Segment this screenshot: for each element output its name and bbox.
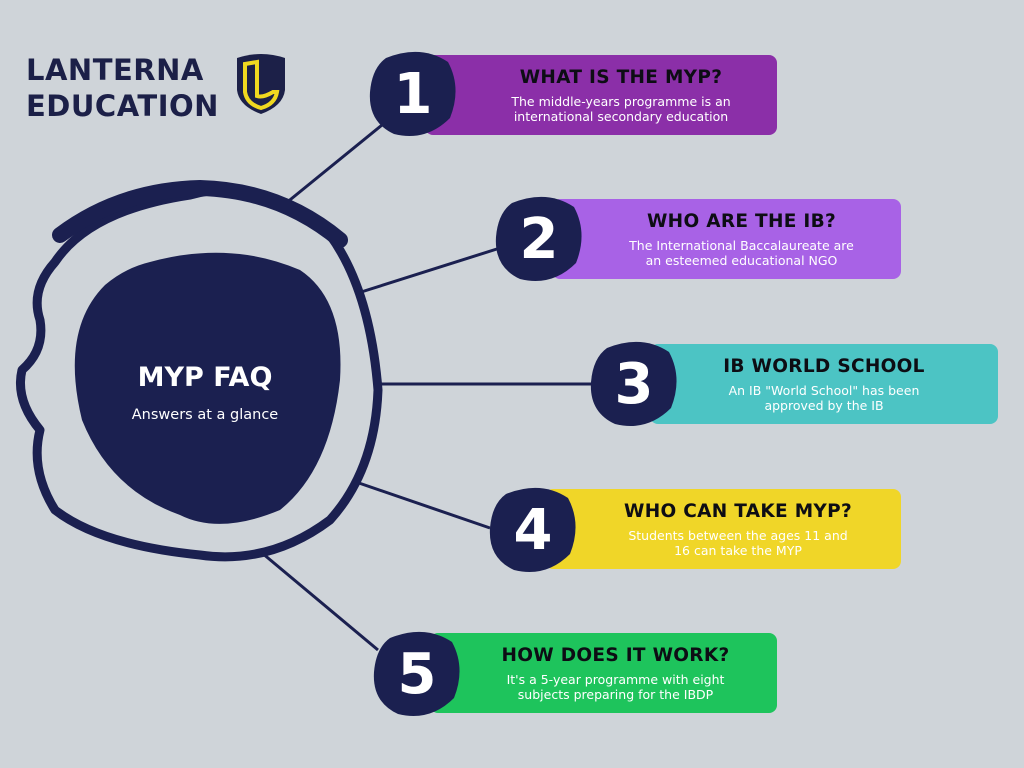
faq-question: WHO CAN TAKE MYP? <box>624 501 852 522</box>
faq-answer-line-2: approved by the IB <box>764 398 884 413</box>
faq-number-badge-1: 1 <box>366 48 460 140</box>
faq-card-4: WHO CAN TAKE MYP? Students between the a… <box>545 489 901 569</box>
faq-answer-line-1: Students between the ages 11 and <box>628 528 848 543</box>
faq-card-2: WHO ARE THE IB? The International Baccal… <box>552 199 901 279</box>
hub-ring <box>15 185 383 562</box>
faq-answer-line-1: The International Baccalaureate are <box>629 238 854 253</box>
faq-question: WHAT IS THE MYP? <box>519 67 723 88</box>
faq-card-3: IB WORLD SCHOOL An IB "World School" has… <box>650 344 998 424</box>
brand-line-1: LANTERNA <box>26 53 204 87</box>
faq-card-5: HOW DOES IT WORK? It's a 5-year programm… <box>430 633 777 713</box>
faq-question: IB WORLD SCHOOL <box>723 356 925 377</box>
faq-answer-line-2: subjects preparing for the IBDP <box>517 687 714 702</box>
shield-logo-icon <box>237 54 285 114</box>
faq-number: 1 <box>393 62 433 127</box>
faq-number-badge-3: 3 <box>587 338 681 430</box>
brand-line-2: EDUCATION <box>26 89 219 123</box>
hub-subtitle: Answers at a glance <box>131 407 279 423</box>
faq-card-1: WHAT IS THE MYP? The middle-years progra… <box>425 55 777 135</box>
faq-question: HOW DOES IT WORK? <box>501 645 730 666</box>
faq-number-badge-2: 2 <box>492 193 586 285</box>
faq-number: 4 <box>513 498 553 563</box>
faq-answer-line-2: international secondary education <box>513 109 729 124</box>
faq-number: 3 <box>614 352 654 417</box>
hub-title: MYP FAQ <box>137 362 273 393</box>
faq-number: 2 <box>519 207 559 272</box>
faq-question: WHO ARE THE IB? <box>646 211 837 232</box>
faq-number-badge-5: 5 <box>370 628 464 720</box>
hub: MYP FAQ Answers at a glance <box>60 265 350 525</box>
faq-answer-line-1: An IB "World School" has been <box>728 383 920 398</box>
faq-answer-line-2: 16 can take the MYP <box>674 543 802 558</box>
faq-answer-line-1: It's a 5-year programme with eight <box>506 672 725 687</box>
faq-number: 5 <box>397 642 437 707</box>
faq-answer-line-2: an esteemed educational NGO <box>645 253 838 268</box>
hub-blob <box>74 252 341 524</box>
faq-number-badge-4: 4 <box>486 484 580 576</box>
brand-wordmark: LANTERNA EDUCATION <box>26 52 219 124</box>
faq-answer-line-1: The middle-years programme is an <box>511 94 731 109</box>
